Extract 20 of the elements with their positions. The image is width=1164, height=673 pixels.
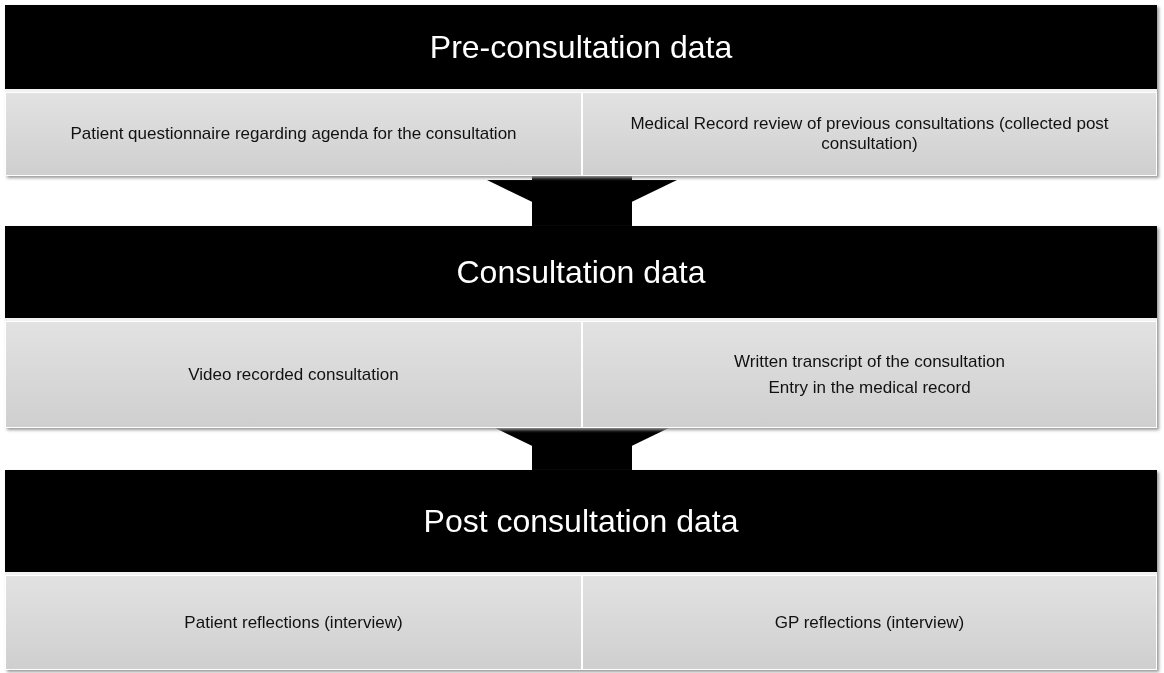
section-panel [5, 226, 1157, 428]
cell-text: GP reflections (interview) [774, 612, 965, 633]
section-panel [5, 5, 1157, 176]
info-cell [582, 321, 1157, 428]
cell-text: Patient reflections (interview) [184, 612, 403, 633]
info-cell [5, 575, 582, 670]
cell-text: Entry in the medical record [768, 377, 971, 398]
info-cell [5, 92, 582, 176]
cell-text: Written transcript of the consultation [734, 351, 1005, 372]
cell-text: Video recorded consultation [188, 364, 399, 385]
cell-text: Medical Record review of previous consultations (collected post consultation) [629, 114, 1110, 154]
block-arrow [487, 176, 677, 226]
info-cell [582, 92, 1157, 176]
section-heading: Pre-consultation data [5, 5, 1157, 89]
info-cell [582, 575, 1157, 670]
section-heading: Post consultation data [5, 470, 1157, 572]
section-heading: Consultation data [5, 226, 1157, 318]
info-cell [5, 321, 582, 428]
cell-text: Patient questionnaire regarding agenda for the consultation [70, 124, 517, 144]
section-panel [5, 470, 1157, 670]
